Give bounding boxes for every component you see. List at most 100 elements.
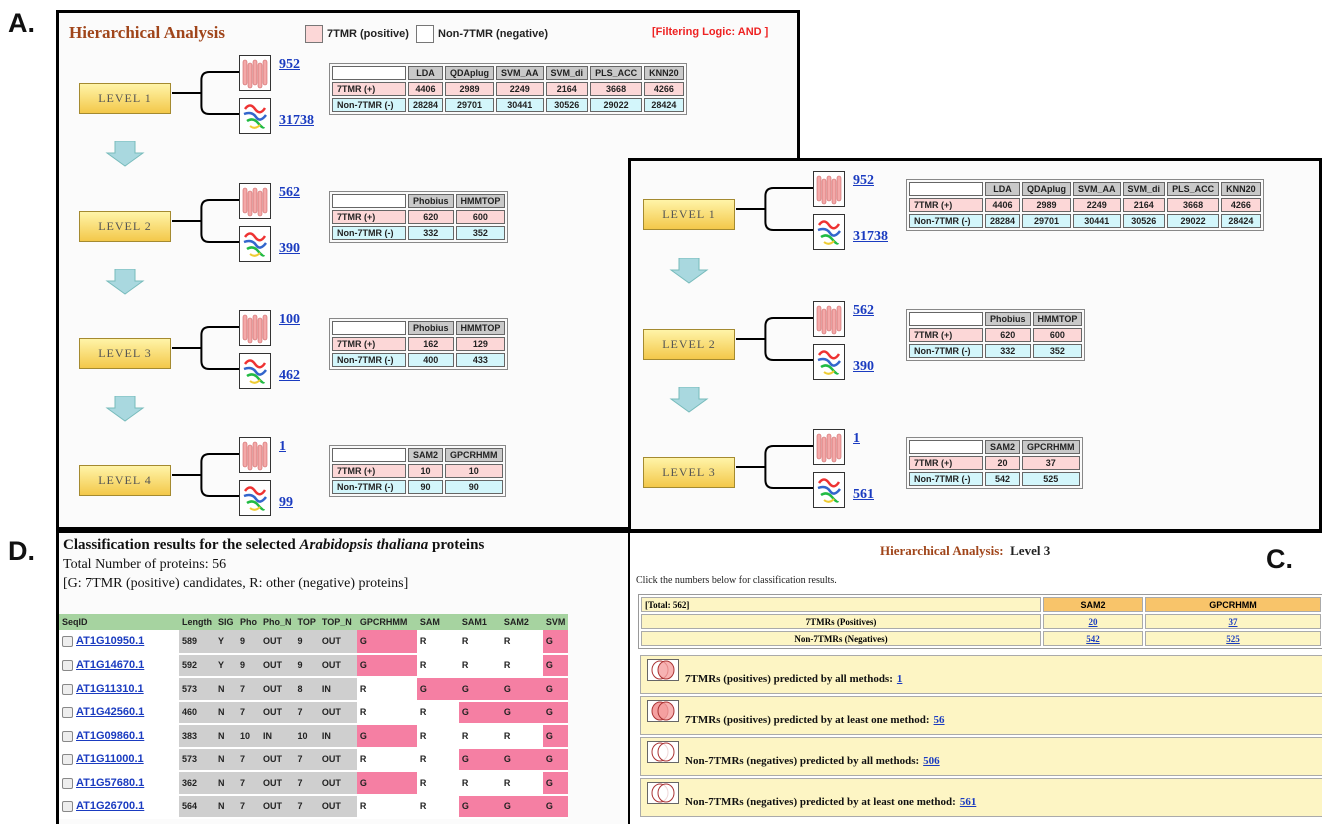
cell: OUT bbox=[318, 771, 357, 796]
branch-arrow-icon bbox=[736, 184, 820, 234]
count-link[interactable]: 542 bbox=[1086, 633, 1100, 644]
row-checkbox[interactable] bbox=[62, 730, 73, 742]
cell: 7 bbox=[237, 700, 260, 725]
count-link[interactable]: 37 bbox=[1228, 616, 1238, 627]
cell: OUT bbox=[318, 630, 357, 655]
cell: R bbox=[500, 771, 543, 796]
row-checkbox[interactable] bbox=[62, 754, 73, 766]
negative-count-link[interactable]: 31738 bbox=[279, 113, 314, 128]
legend-positive: 7TMR (positive) bbox=[305, 25, 409, 43]
level-3-button[interactable]: LEVEL 3 bbox=[79, 338, 171, 369]
total-proteins: Total Number of proteins: 56 bbox=[63, 557, 227, 572]
level-2-button[interactable]: LEVEL 2 bbox=[79, 211, 171, 242]
positive-count-link[interactable]: 562 bbox=[853, 303, 874, 318]
row-checkbox[interactable] bbox=[62, 801, 73, 813]
method-header: SVM_AA bbox=[1073, 182, 1121, 196]
seqid-link[interactable]: AT1G14670.1 bbox=[76, 659, 145, 672]
cell: R bbox=[458, 630, 501, 655]
column-header[interactable]: SeqID bbox=[59, 614, 179, 630]
cell: G bbox=[500, 700, 543, 725]
negative-count-link[interactable]: 390 bbox=[853, 359, 874, 374]
cell: 7 bbox=[237, 677, 260, 702]
column-header[interactable]: Length bbox=[179, 614, 215, 630]
title-prefix: Classification results for the selected bbox=[63, 537, 296, 553]
negative-count-link[interactable]: 462 bbox=[279, 368, 300, 383]
method-header: SVM_di bbox=[1122, 182, 1166, 196]
seqid-link[interactable]: AT1G11000.1 bbox=[76, 753, 144, 766]
positive-row-label: 7TMR (+) bbox=[332, 82, 406, 96]
count-link[interactable]: 20 bbox=[1088, 616, 1098, 627]
negative-count-link[interactable]: 561 bbox=[853, 487, 874, 502]
cell: 7 bbox=[294, 700, 319, 725]
negative-count-link[interactable]: 99 bbox=[279, 495, 293, 510]
cell: G bbox=[458, 677, 501, 702]
summary-count-link[interactable]: 56 bbox=[933, 714, 945, 726]
column-header[interactable]: Pho bbox=[237, 614, 260, 630]
column-header[interactable]: TOP_N bbox=[318, 614, 357, 630]
row-checkbox[interactable] bbox=[62, 707, 73, 719]
method-header: SVM_di bbox=[545, 66, 589, 80]
column-header[interactable]: Pho_N bbox=[260, 614, 295, 630]
cell: N bbox=[215, 700, 237, 725]
positive-value: 600 bbox=[455, 210, 506, 224]
positive-count-link[interactable]: 100 bbox=[279, 312, 300, 327]
negative-value: 30441 bbox=[1073, 214, 1121, 228]
column-header[interactable]: TOP bbox=[294, 614, 319, 630]
positive-count-link[interactable]: 1 bbox=[279, 439, 286, 454]
level-3-button[interactable]: LEVEL 3 bbox=[643, 457, 735, 488]
row-label: Non-7TMRs (Negatives) bbox=[641, 631, 1041, 646]
positive-count-link[interactable]: 952 bbox=[279, 57, 300, 72]
seqid-link[interactable]: AT1G09860.1 bbox=[76, 729, 145, 742]
cell: 7 bbox=[294, 794, 319, 819]
column-header[interactable]: SVM bbox=[542, 614, 569, 630]
cell: G bbox=[500, 677, 543, 702]
level-4-button[interactable]: LEVEL 4 bbox=[79, 465, 171, 496]
column-header[interactable]: SAM1 bbox=[458, 614, 501, 630]
row-checkbox[interactable] bbox=[62, 636, 73, 648]
cell: 7 bbox=[237, 771, 260, 796]
count-link[interactable]: 525 bbox=[1226, 633, 1240, 644]
positive-value: 2989 bbox=[445, 82, 495, 96]
receptor-icon bbox=[305, 25, 323, 43]
positive-value: 2249 bbox=[1073, 198, 1121, 212]
summary-text: 7TMRs (positives) predicted by all metho… bbox=[685, 673, 893, 685]
method-header: QDAplug bbox=[445, 66, 495, 80]
seqid-link[interactable]: AT1G11310.1 bbox=[76, 682, 144, 695]
positive-count-link[interactable]: 952 bbox=[853, 173, 874, 188]
seqid-link[interactable]: AT1G57680.1 bbox=[76, 776, 145, 789]
level-1-button[interactable]: LEVEL 1 bbox=[643, 199, 735, 230]
level-1-button[interactable]: LEVEL 1 bbox=[79, 83, 171, 114]
column-header[interactable]: SIG bbox=[215, 614, 237, 630]
negative-value: 29022 bbox=[1167, 214, 1220, 228]
seqid-link[interactable]: AT1G10950.1 bbox=[76, 635, 145, 648]
positive-value: 600 bbox=[1032, 328, 1083, 342]
summary-count-link[interactable]: 1 bbox=[896, 673, 903, 685]
blank-cell bbox=[909, 182, 983, 196]
cell: N bbox=[215, 724, 237, 749]
seqid-link[interactable]: AT1G42560.1 bbox=[76, 706, 145, 719]
positive-count-link[interactable]: 562 bbox=[279, 185, 300, 200]
cell: OUT bbox=[260, 747, 295, 772]
method-header: HMMTOP bbox=[455, 321, 506, 335]
method-header: GPCRHMM bbox=[445, 448, 503, 462]
row-checkbox[interactable] bbox=[62, 777, 73, 789]
venn-diagram-icon bbox=[647, 782, 679, 804]
column-header[interactable]: GPCRHMM bbox=[356, 614, 417, 630]
negative-value: 30441 bbox=[496, 98, 544, 112]
column-header[interactable]: SAM bbox=[416, 614, 459, 630]
positive-count-link[interactable]: 1 bbox=[853, 431, 860, 446]
row-checkbox[interactable] bbox=[62, 683, 73, 695]
negative-count-link[interactable]: 31738 bbox=[853, 229, 888, 244]
row-checkbox[interactable] bbox=[62, 660, 73, 672]
summary-count-link[interactable]: 561 bbox=[959, 796, 977, 808]
summary-count-link[interactable]: 506 bbox=[923, 755, 940, 767]
instruction-text: Click the numbers below for classificati… bbox=[636, 575, 837, 586]
seqid-link[interactable]: AT1G26700.1 bbox=[76, 800, 145, 813]
negative-count-link[interactable]: 390 bbox=[279, 241, 300, 256]
cell: G bbox=[542, 700, 569, 725]
level-2-button[interactable]: LEVEL 2 bbox=[643, 329, 735, 360]
column-header[interactable]: SAM2 bbox=[500, 614, 543, 630]
cell: R bbox=[356, 700, 417, 725]
